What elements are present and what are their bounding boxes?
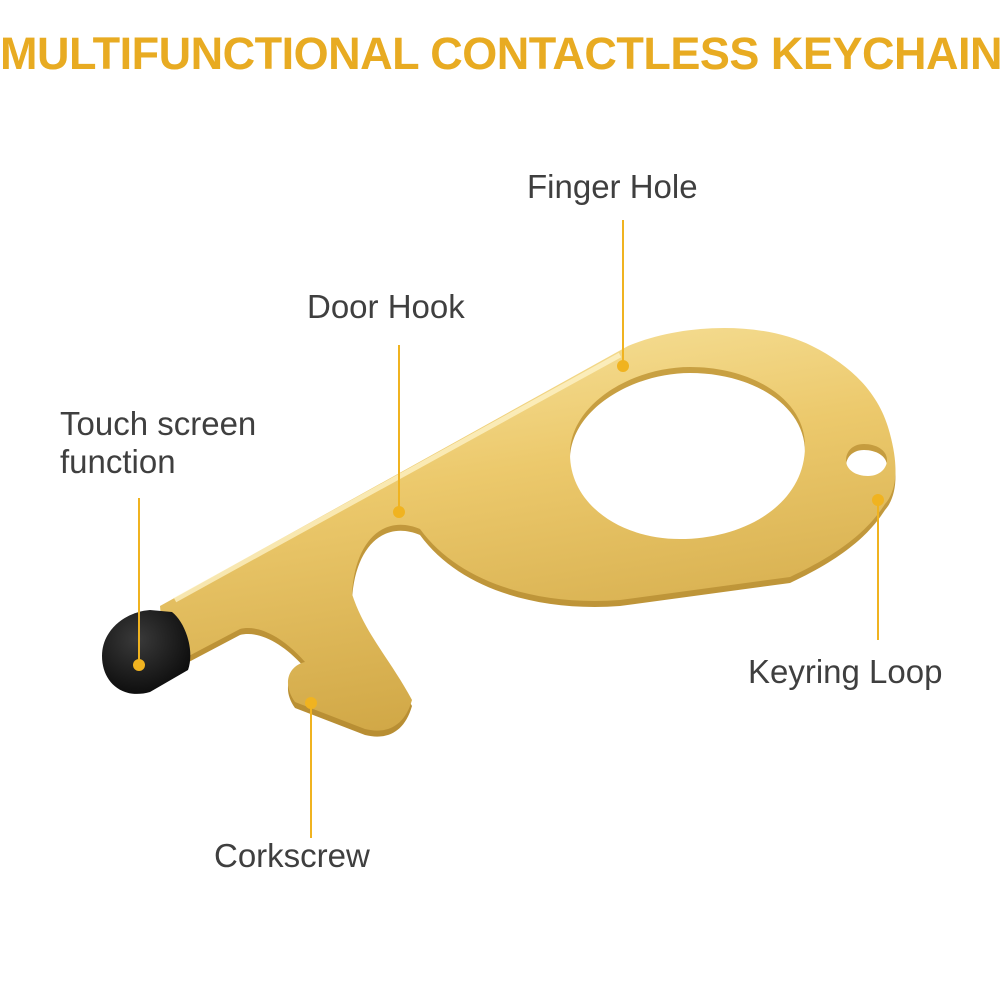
touch-screen-label: Touch screen function [60,405,256,481]
touch-screen-label-line2: function [60,443,176,480]
touch-callout-dot [133,659,145,671]
callout-lines [133,220,884,838]
keyring-callout-dot [872,494,884,506]
door-hook-label: Door Hook [307,288,465,325]
corkscrew-label: Corkscrew [214,837,370,874]
keychain-highlight [173,352,622,603]
page-title: MULTIFUNCTIONAL CONTACTLESS KEYCHAIN [0,28,1000,79]
door-hook-callout-dot [393,506,405,518]
finger-hole-label: Finger Hole [527,168,698,205]
finger-hole-callout-dot [617,360,629,372]
corkscrew-callout-dot [305,697,317,709]
keychain-body [160,327,896,731]
keyring-loop-label: Keyring Loop [748,653,943,690]
touch-screen-label-line1: Touch screen [60,405,257,442]
stylus-tip [102,610,191,694]
